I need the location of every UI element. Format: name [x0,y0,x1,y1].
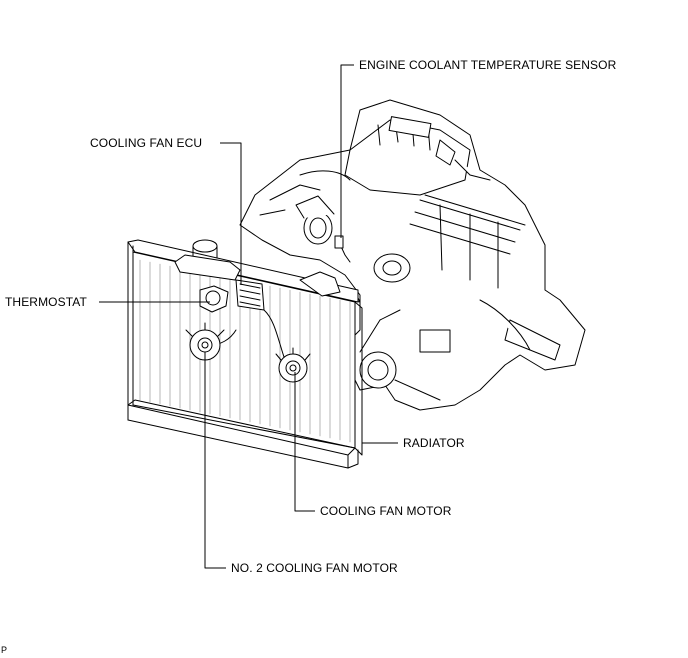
leader-cooling-fan-ecu [220,142,242,285]
leader-engine-coolant-temperature-sensor [340,64,354,238]
corner-mark: P [1,645,8,655]
label-cooling-fan-motor: COOLING FAN MOTOR [320,504,452,518]
label-no2-cooling-fan-motor: NO. 2 COOLING FAN MOTOR [231,561,398,575]
leader-lines [99,64,398,569]
label-engine-coolant-temperature-sensor: ENGINE COOLANT TEMPERATURE SENSOR [359,58,617,72]
label-thermostat: THERMOSTAT [5,295,87,309]
radiator-illustration [127,239,363,469]
leader-cooling-fan-motor [294,372,315,512]
engine-illustration [239,99,586,411]
label-radiator: RADIATOR [403,436,465,450]
leader-no2-cooling-fan-motor [204,352,226,569]
label-cooling-fan-ecu: COOLING FAN ECU [90,136,203,150]
